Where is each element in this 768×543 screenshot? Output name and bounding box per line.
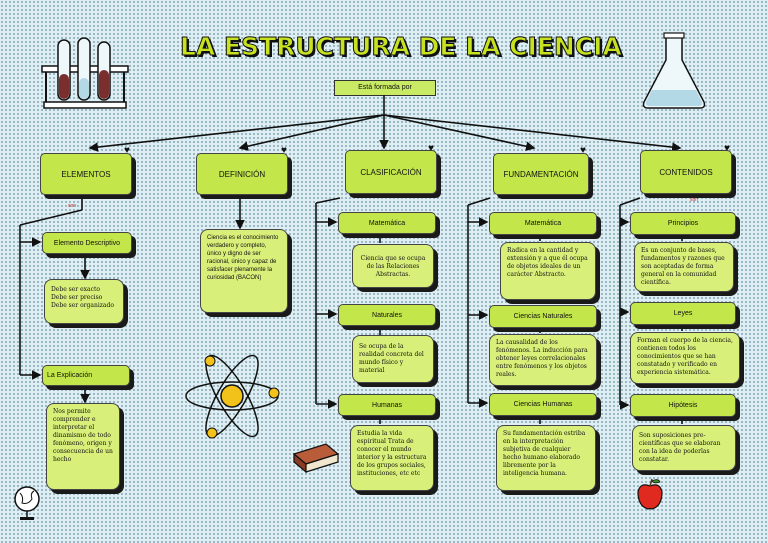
heart-icon: ♥ bbox=[428, 143, 434, 154]
test-tubes-icon bbox=[41, 37, 129, 109]
heart-icon: ♥ bbox=[724, 143, 730, 154]
contenidos-principios-text: Es un conjunto de bases, fundamentos y r… bbox=[634, 242, 734, 292]
contenidos-hipotesis: Hipótesis bbox=[630, 394, 736, 417]
header-fundamentacion: FUNDAMENTACIÓN bbox=[493, 153, 589, 195]
atom-icon bbox=[185, 354, 280, 439]
heart-icon: ♥ bbox=[281, 145, 287, 156]
la-explicacion-text: Nos permite comprender e interpretar el … bbox=[46, 403, 120, 490]
clasificacion-naturales-text: Se ocupa de la realidad concreta del mun… bbox=[352, 335, 434, 383]
definicion-text: Ciencia es el conocimiento verdadero y c… bbox=[200, 229, 288, 313]
heart-icon: ♥ bbox=[580, 145, 586, 156]
fundamentacion-naturales-text: La causalidad de los fenómenos. La induc… bbox=[489, 334, 597, 386]
contenidos-leyes: Leyes bbox=[630, 302, 736, 325]
heart-icon: ♥ bbox=[124, 145, 130, 156]
fundamentacion-naturales: Ciencias Naturales bbox=[489, 305, 597, 328]
contenidos-principios: Principios bbox=[630, 212, 736, 235]
header-definicion: DEFINICIÓN bbox=[196, 153, 288, 195]
fundamentacion-matematica-text: Radica en la cantidad y extensión y a qu… bbox=[500, 242, 596, 300]
contenidos-leyes-text: Forman el cuerpo de la ciencia, contiene… bbox=[630, 332, 740, 384]
clasificacion-matematica: Matemática bbox=[338, 212, 436, 234]
page-title: LA ESTRUCTURA DE LA CIENCIA bbox=[180, 32, 623, 62]
header-clasificacion: CLASIFICACIÓN bbox=[345, 150, 437, 194]
header-elementos: ELEMENTOS bbox=[40, 153, 132, 195]
clasificacion-naturales: Naturales bbox=[338, 304, 436, 326]
clasificacion-humanas-text: Estudia la vida espiritual Trata de cono… bbox=[350, 425, 434, 491]
book-icon bbox=[292, 443, 340, 474]
subtitle-box: Está formada por bbox=[334, 80, 436, 96]
globe-icon bbox=[14, 486, 40, 520]
apple-icon bbox=[637, 478, 663, 510]
la-explicacion: La Explicación bbox=[42, 365, 130, 386]
fundamentacion-humanas: Ciencias Humanas bbox=[489, 393, 597, 416]
fundamentacion-humanas-text: Su fundamentación estriba en la interpre… bbox=[496, 425, 596, 491]
elemento-descriptivo: Elemento Descriptivo bbox=[42, 232, 132, 254]
fundamentacion-matematica: Matemática bbox=[489, 212, 597, 235]
contenidos-hipotesis-text: Son suposiciones pre-científicas que se … bbox=[632, 425, 736, 471]
flask-icon bbox=[642, 32, 706, 109]
tag-son: son bbox=[68, 203, 77, 209]
tag-son: son bbox=[690, 197, 699, 203]
elemento-descriptivo-text: Debe ser exacto Debe ser preciso Debe se… bbox=[44, 279, 124, 324]
clasificacion-matematica-text: Ciencia que se ocupa de las Relaciones A… bbox=[352, 244, 434, 288]
clasificacion-humanas: Humanas bbox=[338, 394, 436, 416]
header-contenidos: CONTENIDOS bbox=[640, 150, 732, 194]
